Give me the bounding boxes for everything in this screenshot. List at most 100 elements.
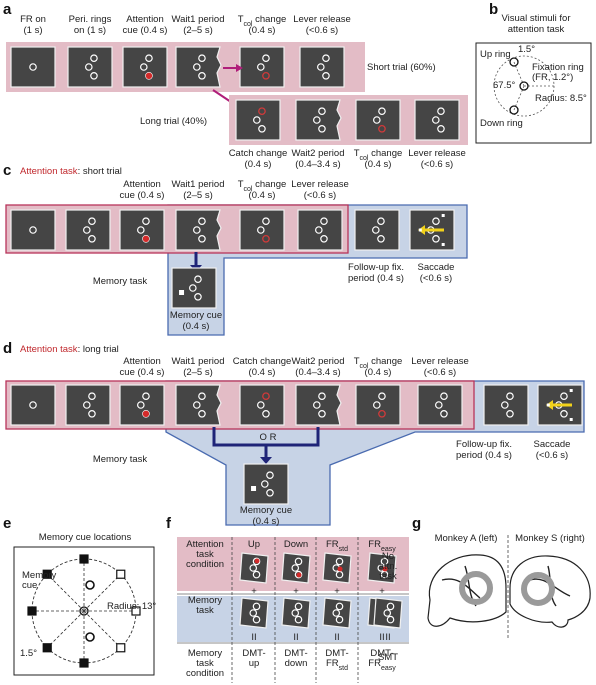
- screen-panel: [119, 384, 165, 426]
- stimulus-screen: [67, 46, 113, 88]
- stimulus-screen: [122, 46, 168, 88]
- ring-stimulus: [318, 107, 326, 116]
- ring-stimulus: [193, 63, 201, 71]
- ring-stimulus: [266, 488, 274, 497]
- equals-sign: II: [334, 632, 339, 643]
- brain-left: [427, 554, 507, 627]
- screen-tilted: [239, 552, 269, 584]
- square-size-label: 1.5°: [20, 648, 37, 659]
- panel-label-a: a: [3, 1, 12, 18]
- up-ring: [509, 57, 519, 67]
- ring-stimulus: [258, 125, 266, 133]
- screen-tilted: [373, 597, 403, 629]
- equals-sign: II: [385, 632, 390, 643]
- screen-panel: [355, 384, 401, 426]
- ring-stimulus: [318, 125, 326, 133]
- target-square: [546, 403, 550, 407]
- screen-tilted: [281, 597, 311, 629]
- ring-stimulus: [386, 615, 395, 624]
- ring-stimulus: [198, 54, 206, 63]
- plus-sign: +: [334, 586, 340, 597]
- down-ring-label: Down ring: [480, 118, 523, 129]
- ring-stimulus: [193, 226, 201, 234]
- panel-label-g: g: [412, 515, 421, 532]
- ring-stimulus: [266, 471, 274, 480]
- ring-stimulus: [320, 217, 328, 226]
- ring-stimulus: [560, 392, 568, 401]
- recording-chamber: [521, 572, 555, 606]
- ring-stimulus: [90, 72, 98, 80]
- condition-label: DMT-FRstd: [325, 648, 348, 672]
- cue-location-square: [27, 606, 37, 616]
- ring-stimulus: [377, 217, 385, 226]
- step-label: Lever release(<0.6 s): [291, 179, 349, 201]
- ring-stimulus: [85, 63, 93, 71]
- attention-condition-screen: [281, 552, 311, 584]
- screen-panel: [417, 384, 463, 426]
- ring-stimulus: [440, 409, 448, 418]
- ring-stimulus: [377, 235, 385, 243]
- ring-stimulus: [294, 557, 303, 566]
- ring-stimulus: [335, 557, 344, 566]
- plus-sign: +: [379, 586, 385, 597]
- ring-stimulus: [335, 602, 344, 611]
- target-square: [418, 228, 422, 232]
- step-label: Wait1 period(2–5 s): [172, 356, 225, 378]
- screen-panel: [483, 384, 529, 426]
- attention-condition-screen: [322, 552, 352, 584]
- stimulus-diagram-frame: [475, 42, 592, 144]
- ring-stimulus: [322, 72, 330, 80]
- step-label: Tcol change(0.4 s): [238, 179, 287, 201]
- ring-stimulus: [262, 392, 270, 401]
- ring-stimulus: [432, 217, 440, 226]
- ring-stimulus: [29, 63, 37, 71]
- ring-stimulus: [506, 409, 514, 418]
- ring-stimulus: [83, 401, 91, 409]
- cue-location-square: [116, 569, 126, 579]
- ring-stimulus: [193, 401, 201, 409]
- screen-panel: [10, 209, 56, 251]
- ring-stimulus: [380, 557, 389, 566]
- ring-stimulus: [335, 615, 344, 624]
- screen-tilted: [367, 552, 397, 584]
- ring-stimulus: [383, 609, 392, 617]
- ring-stimulus: [317, 63, 325, 71]
- screen-panel: [65, 209, 111, 251]
- screen-panel: [414, 99, 460, 141]
- stimulus-screen: [355, 384, 401, 426]
- memory-arrowhead: [260, 457, 272, 464]
- screen-wait-panel: [295, 384, 342, 426]
- screen-tilted: [239, 597, 269, 629]
- screen-panel: [297, 209, 343, 251]
- attention-cue-dot: [337, 566, 343, 572]
- cue-location-square: [79, 554, 89, 564]
- ring-stimulus: [198, 392, 206, 401]
- ring-stimulus: [252, 557, 261, 566]
- column-header: Up: [248, 539, 260, 550]
- ring-stimulus: [194, 292, 202, 301]
- ring-stimulus: [313, 401, 321, 409]
- condition-label: SMT: [378, 652, 398, 663]
- screen-panel: [239, 46, 285, 88]
- followup-screen: [483, 384, 529, 426]
- up-ring: [85, 580, 95, 590]
- screen-panel: [354, 209, 400, 251]
- ring-stimulus: [249, 564, 258, 572]
- condition-label: DMT-up: [242, 648, 265, 669]
- column-header: Down: [284, 539, 308, 550]
- stimulus-screen: [297, 209, 343, 251]
- ring-stimulus: [88, 235, 96, 243]
- ring-stimulus: [332, 609, 341, 617]
- angle-label: 67.5°: [493, 80, 515, 91]
- stimulus-screen: [299, 46, 345, 88]
- ring-stimulus: [435, 401, 443, 409]
- ring-stimulus: [506, 392, 514, 401]
- ring-stimulus: [318, 409, 326, 418]
- ring-stimulus: [194, 275, 202, 284]
- ring-stimulus: [432, 116, 440, 124]
